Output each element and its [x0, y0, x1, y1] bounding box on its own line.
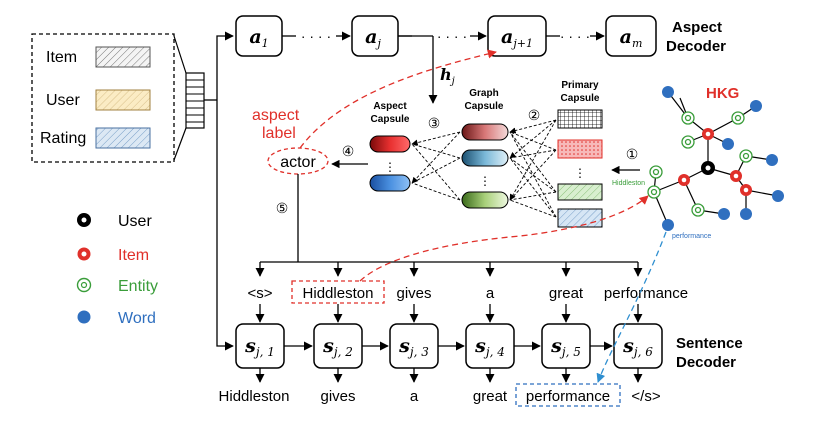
aspect-label-line1: aspect [252, 107, 300, 124]
hkg-word-label-performance: performance [672, 233, 711, 240]
step-2: ② [528, 107, 541, 123]
primary-capsule-title-1: Primary [561, 80, 599, 91]
aspect-decoder-title-2: Decoder [666, 38, 726, 55]
svg-text:sj, 5: sj, 5 [550, 335, 581, 359]
svg-text:sj, 2: sj, 2 [322, 335, 353, 359]
aspect-capsule-vdots: ⋮ [384, 160, 396, 174]
aspect-node-m-sub: m [632, 37, 642, 50]
input-rating-label: Rating [40, 130, 86, 147]
sentence-input-6: performance [604, 285, 688, 302]
graph-capsule-vdots: ⋮ [479, 174, 491, 188]
sentence-output-3: a [410, 388, 419, 405]
aspect-ellipsis-1: · · · · [301, 28, 331, 44]
sentence-node-5-sub: j, 5 [559, 345, 581, 359]
aspect-node-1-main: a [249, 26, 261, 48]
svg-text:sj, 1: sj, 1 [244, 335, 275, 359]
legend-word-label: Word [118, 310, 156, 327]
step-3: ③ [428, 115, 441, 131]
sentence-node-2-main: s [322, 335, 334, 357]
graph-capsule-title-1: Graph [469, 88, 498, 99]
aspect-decoder-title-1: Aspect [672, 19, 722, 36]
aspect-decoder: a1 aj aj+1 am · · · · · · · · · · · · hj… [235, 15, 726, 104]
sentence-output-6: </s> [631, 388, 660, 405]
legend-entity-label: Entity [118, 278, 158, 295]
step-4: ④ [342, 143, 355, 159]
legend-item-label: Item [118, 247, 149, 264]
sentence-input-4: a [486, 285, 495, 302]
sentence-output-2: gives [320, 388, 355, 405]
aspect-node-j1-main: a [501, 26, 513, 48]
svg-text:sj, 6: sj, 6 [622, 335, 653, 359]
svg-text:hj: hj [440, 65, 455, 87]
svg-text:sj, 3: sj, 3 [398, 335, 429, 359]
encoder-connectors [204, 31, 234, 351]
aspect-node-m [605, 15, 657, 57]
sentence-output-5: performance [526, 388, 610, 405]
sentence-node-3-sub: j, 3 [407, 345, 429, 359]
capsule-network: Aspect Capsule Graph Capsule Primary Cap… [276, 80, 640, 228]
aspect-node-j-main: a [365, 26, 377, 48]
legend-word-icon [77, 310, 91, 324]
sentence-node-1-sub: j, 1 [253, 345, 275, 359]
sentence-node-1-main: s [244, 335, 256, 357]
sentence-node-2-sub: j, 2 [331, 345, 353, 359]
primary-capsule-vdots: ⋮ [574, 166, 586, 180]
sentence-node-3-main: s [398, 335, 410, 357]
sentence-input-2: Hiddleston [303, 285, 374, 302]
svg-text:am: am [620, 26, 643, 50]
sentence-node-4-main: s [474, 335, 486, 357]
sentence-input-1: <s> [247, 285, 272, 302]
hidden-state-sub: j [450, 76, 455, 87]
sentence-input-3: gives [396, 285, 431, 302]
step-1: ① [626, 146, 639, 162]
primary-capsule-title-2: Capsule [561, 93, 600, 104]
aspect-node-j1 [487, 15, 547, 57]
sentence-output-1: Hiddleston [219, 388, 290, 405]
hkg-word-label-hiddleston: Hiddleston [612, 180, 645, 187]
svg-text:sj, 4: sj, 4 [474, 335, 505, 359]
svg-text:aj: aj [365, 26, 381, 50]
graph-capsule-title-2: Capsule [465, 101, 504, 112]
sentence-node-5-main: s [550, 335, 562, 357]
sentence-decoder-title-2: Decoder [676, 354, 736, 371]
legend: User Item Entity Word [76, 213, 158, 327]
svg-text:a1: a1 [249, 26, 268, 50]
step-5: ⑤ [276, 200, 289, 216]
svg-text:aj+1: aj+1 [501, 26, 533, 50]
encoder-vector [173, 35, 205, 161]
sentence-node-6-main: s [622, 335, 634, 357]
input-user-label: User [46, 92, 80, 109]
aspect-capsule-title-2: Capsule [371, 114, 410, 125]
legend-user-label: User [118, 213, 152, 230]
input-box: Item User Rating [31, 33, 175, 163]
aspect-label-value: actor [280, 154, 316, 171]
hkg-graph: HKG [612, 85, 784, 240]
sentence-input-5: great [549, 285, 584, 302]
input-item-label: Item [46, 49, 77, 66]
aspect-ellipsis-2: · · · · [437, 28, 467, 44]
sentence-output-4: great [473, 388, 508, 405]
sentence-node-6-sub: j, 6 [631, 345, 653, 359]
aspect-node-j1-sub: j+1 [510, 37, 533, 50]
aspect-node-m-main: a [620, 26, 632, 48]
aspect-node-1-sub: 1 [262, 37, 269, 50]
hkg-title: HKG [706, 85, 739, 102]
aspect-label-line2: label [262, 125, 296, 142]
aspect-node-j-sub: j [374, 37, 381, 50]
sentence-node-4-sub: j, 4 [483, 345, 505, 359]
aspect-label-group: aspect label actor [252, 49, 497, 262]
sentence-decoder: <s> Hiddleston gives a great performance… [219, 195, 743, 407]
hidden-state-main: h [440, 65, 452, 84]
aspect-capsule-title-1: Aspect [373, 101, 407, 112]
aspect-ellipsis-3: · · · · [560, 28, 590, 44]
sentence-decoder-title-1: Sentence [676, 335, 743, 352]
